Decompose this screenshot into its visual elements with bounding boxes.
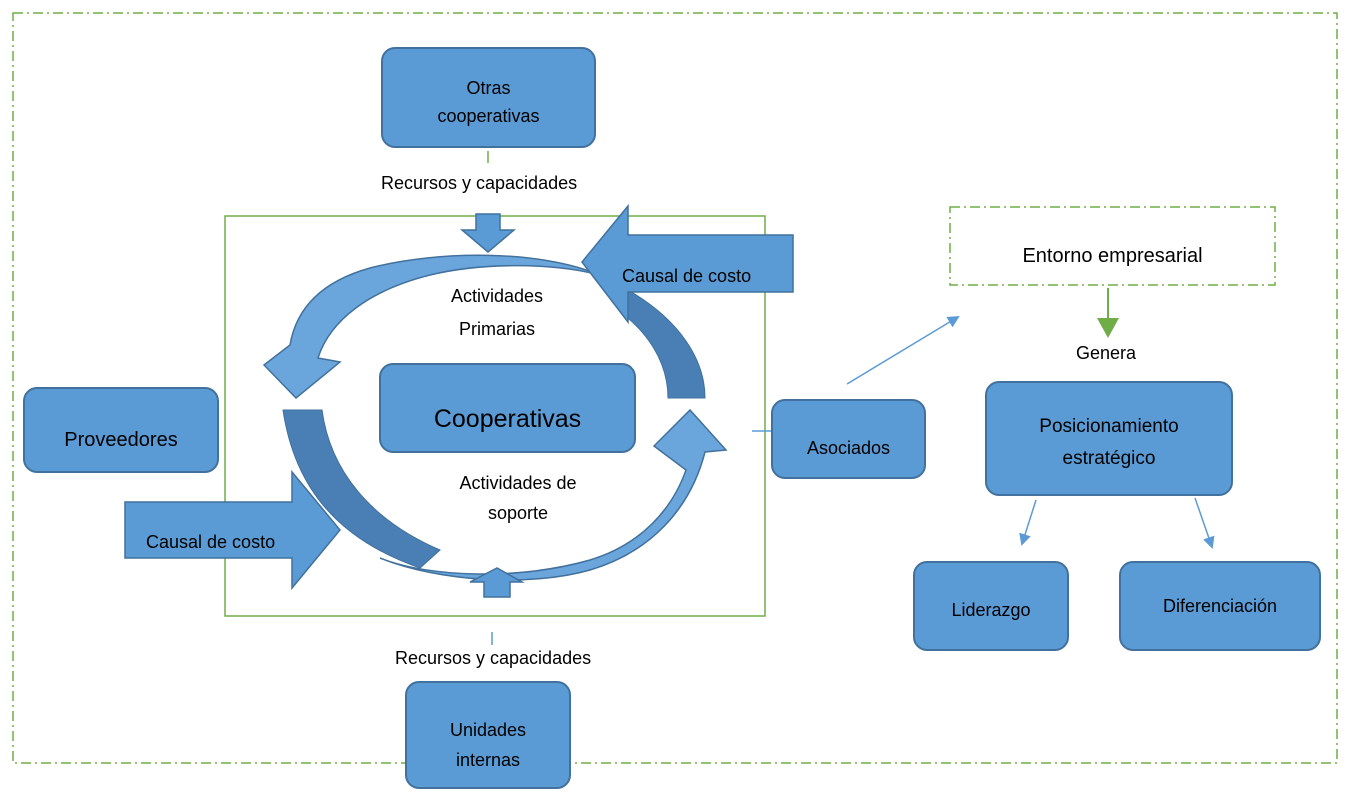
node-diferenciacion: Diferenciación <box>1119 561 1321 651</box>
actividades-primarias-label: Actividades Primarias <box>450 286 544 339</box>
arrow-pos-diferenciacion <box>1194 497 1215 549</box>
small-arrow-up <box>469 567 525 598</box>
node-unidades-internas: Unidades internas <box>405 681 571 789</box>
node-liderazgo-label: Liderazgo <box>951 599 1031 620</box>
circle-arrow-bottom <box>379 408 728 581</box>
node-otras-cooperativas: Otras cooperativas <box>381 47 596 148</box>
node-cooperativas: Cooperativas <box>379 363 636 453</box>
circle-arrow-right-shade <box>619 289 706 399</box>
arrow-entorno-genera-head <box>1097 318 1119 338</box>
entorno-frame <box>949 206 1276 286</box>
node-asociados: Asociados <box>771 399 926 479</box>
entorno-empresarial-label: Entorno empresarial <box>1022 245 1203 267</box>
actividades-soporte-label: Actividades de soporte <box>459 473 577 523</box>
recursos-top-label: Recursos y capacidades <box>381 173 578 193</box>
small-arrow-down <box>459 213 517 253</box>
node-cooperativas-label: Cooperativas <box>433 404 582 433</box>
node-unidades-internas-label: Unidades internas <box>449 720 527 770</box>
node-liderazgo: Liderazgo <box>913 561 1069 651</box>
circle-arrow-top <box>262 254 601 400</box>
causal-arrow-top <box>581 203 794 325</box>
recursos-bottom-label: Recursos y capacidades <box>395 648 592 668</box>
node-otras-cooperativas-label: Otras cooperativas <box>437 77 540 126</box>
node-diferenciacion-label: Diferenciación <box>1162 595 1278 616</box>
genera-label: Genera <box>1076 343 1137 363</box>
causal-left-label: Causal de costo <box>146 532 276 552</box>
circle-arrow-left-shade <box>282 409 441 569</box>
causal-arrow-left <box>124 469 341 591</box>
causal-top-label: Causal de costo <box>622 266 752 286</box>
node-proveedores: Proveedores <box>23 387 219 473</box>
node-posicionamiento: Posicionamiento estratégico <box>985 381 1233 496</box>
arrow-pos-liderazgo <box>1019 499 1037 546</box>
node-proveedores-label: Proveedores <box>64 428 178 451</box>
node-posicionamiento-label: Posicionamiento estratégico <box>1039 415 1179 469</box>
node-asociados-label: Asociados <box>806 437 891 458</box>
arrow-asociados-entorno <box>846 315 960 385</box>
outer-frame <box>12 12 1338 764</box>
